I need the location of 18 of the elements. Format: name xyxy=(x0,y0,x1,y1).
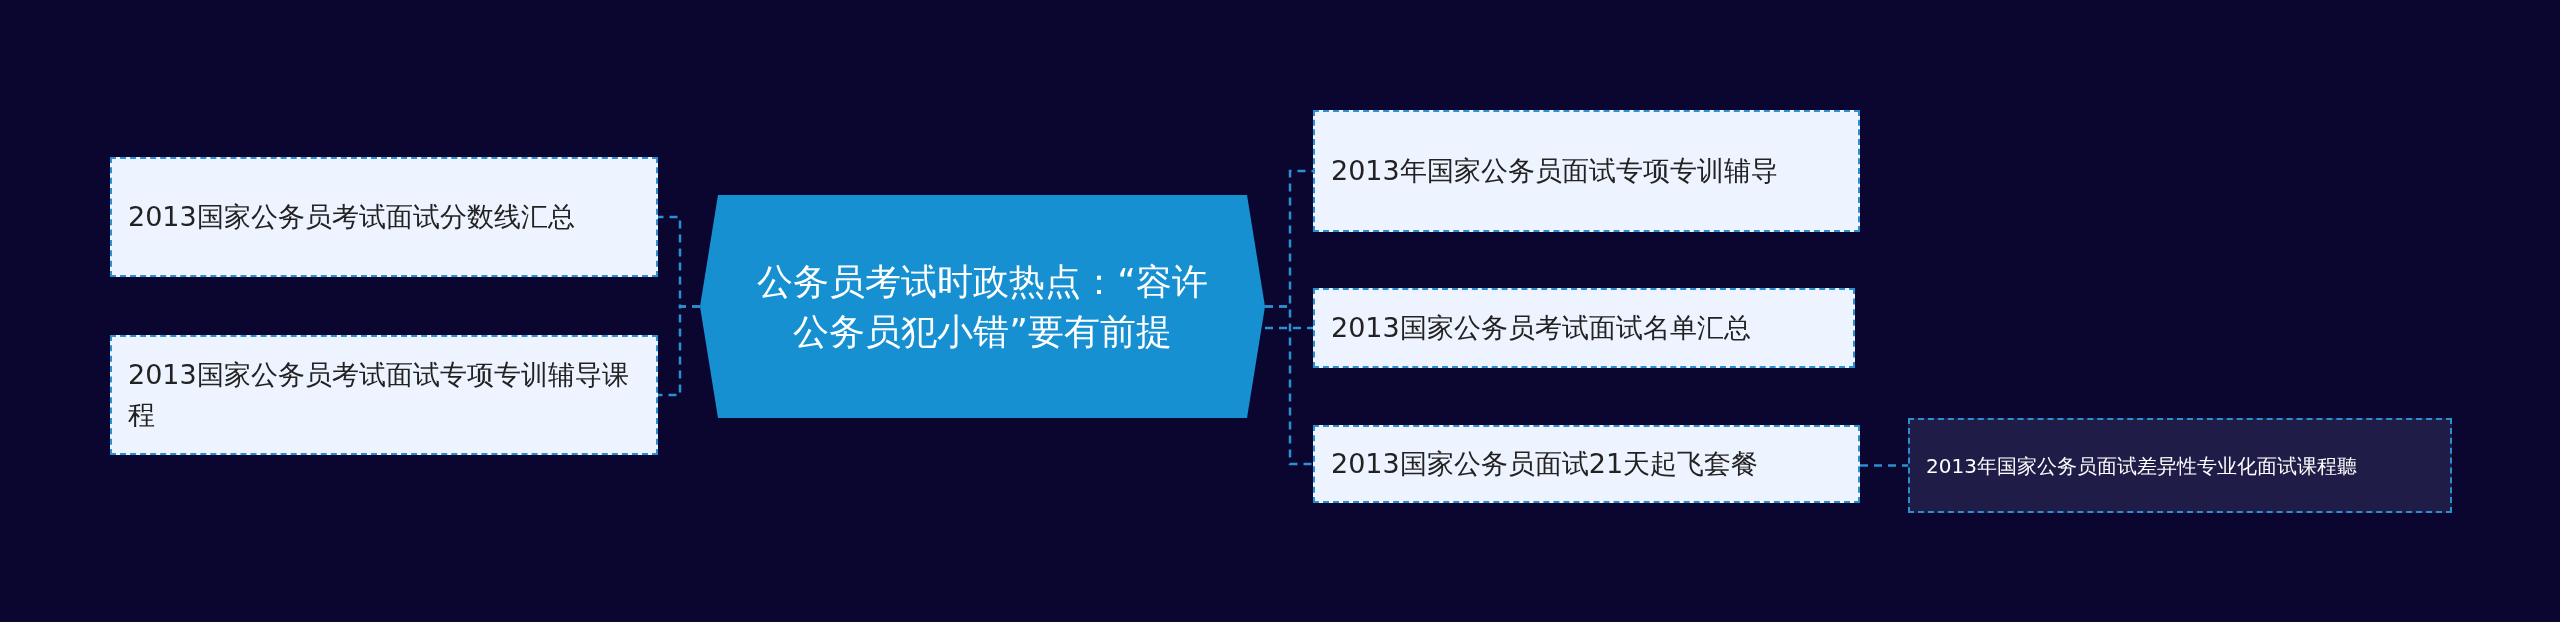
connector-line xyxy=(1265,305,1313,466)
topic-hexagon xyxy=(700,195,1265,418)
node-text: 2013年国家公务员面试专项专训辅导 xyxy=(1331,154,1778,188)
connector-line xyxy=(1265,326,1313,330)
node-text: 2013国家公务员考试面试名单汇总 xyxy=(1331,311,1751,345)
topic-box xyxy=(110,157,658,277)
node-text: 2013国家公务员面试21天起飞套餐 xyxy=(1331,447,1759,481)
topic-box xyxy=(1313,425,1860,503)
node-text: 公务员考试时政热点：“容许公务员犯小错”要有前提 xyxy=(757,260,1208,352)
topic-box xyxy=(1313,110,1860,232)
connector-line xyxy=(658,305,700,397)
node-text: 2013年国家公务员面试差异性专业化面试课程聽 xyxy=(1926,452,2357,480)
topic-box xyxy=(110,335,658,455)
node-text: 2013国家公务员考试面试分数线汇总 xyxy=(128,200,575,234)
connector-line xyxy=(1860,464,1908,467)
node-text: 2013国家公务员考试面试专项专训辅导课程 xyxy=(128,358,630,432)
subtopic-box xyxy=(1908,418,2452,513)
topic-box xyxy=(1313,288,1855,368)
